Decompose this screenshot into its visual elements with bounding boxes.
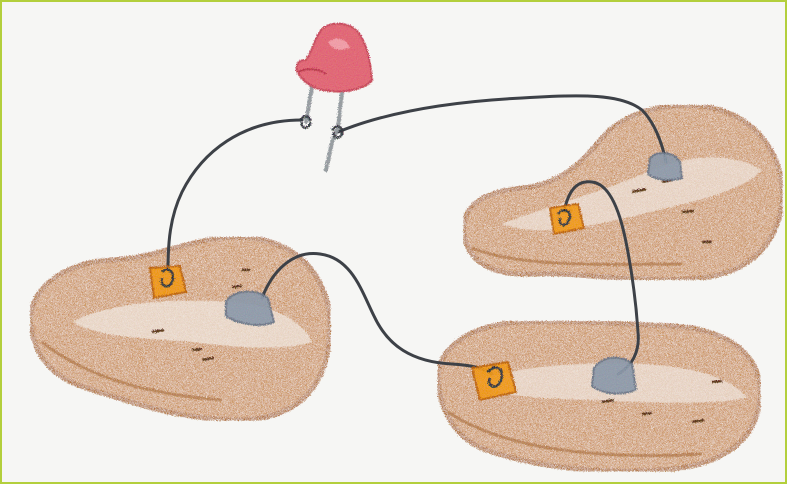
led-bulb xyxy=(297,24,372,92)
potato-upper-right xyxy=(464,105,783,279)
led xyxy=(297,24,372,170)
zinc-electrode-lower xyxy=(592,358,636,394)
zinc-electrode-left xyxy=(226,292,274,325)
copper-electrode-upper-right xyxy=(550,204,584,234)
zinc-electrode-upper-right xyxy=(648,153,682,180)
